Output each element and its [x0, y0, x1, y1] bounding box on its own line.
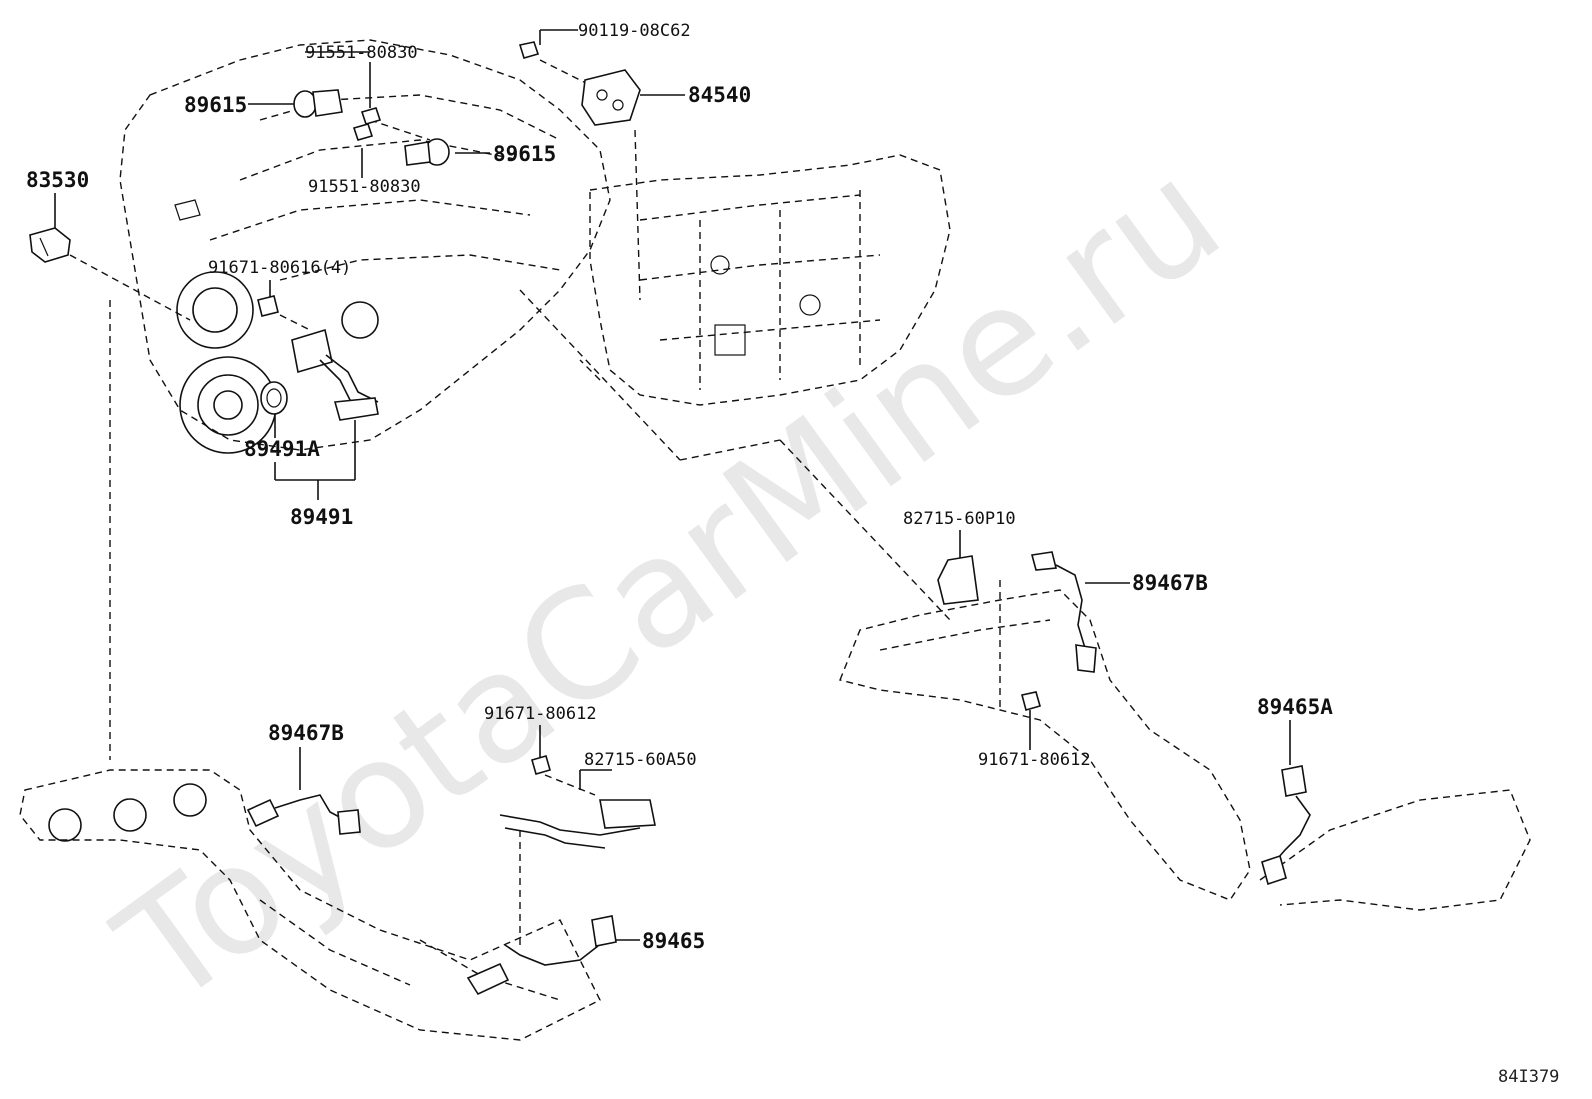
bolt-icon — [1021, 691, 1041, 711]
bolt-icon — [531, 755, 551, 775]
seal-ring-icon — [260, 381, 288, 415]
label-89491: 89491 — [290, 505, 353, 529]
oxygen-sensor-icon — [466, 915, 617, 996]
label-83530: 83530 — [26, 168, 89, 192]
part-shapes — [29, 41, 1311, 996]
engine-block — [119, 39, 611, 454]
label-89467B-right: 89467B — [1132, 571, 1208, 595]
air-fuel-sensor-icon — [246, 794, 361, 835]
label-91671-80616: 91671-80616(4) — [208, 258, 351, 278]
label-91671-80612-left: 91671-80612 — [484, 704, 597, 724]
label-91551-80830-top: 91551-80830 — [305, 43, 418, 63]
bolt-icon — [352, 123, 374, 141]
oxygen-sensor-icon — [1261, 765, 1311, 886]
air-fuel-sensor-icon — [1030, 551, 1097, 673]
left-exhaust-manifold — [19, 769, 601, 1041]
label-82715-60A50: 82715-60A50 — [584, 750, 697, 770]
figure-id: 84I379 — [1498, 1067, 1559, 1087]
bolt-icon — [360, 107, 382, 125]
transmission — [589, 154, 951, 406]
label-89615-top: 89615 — [184, 93, 247, 117]
label-91551-80830-lower: 91551-80830 — [308, 177, 421, 197]
part-labels: 83530 89615 91551-80830 90119-08C62 8454… — [26, 21, 1559, 1087]
bracket-icon — [937, 555, 979, 605]
knock-sensor-icon — [404, 138, 450, 166]
sensor-84540-icon — [581, 69, 641, 126]
label-89491A: 89491A — [244, 437, 320, 461]
bolt-icon — [257, 295, 279, 317]
knock-sensor-icon — [293, 89, 343, 118]
oil-pressure-switch-icon — [29, 227, 71, 263]
label-90119-08C62: 90119-08C62 — [578, 21, 691, 41]
bolt-icon — [518, 41, 540, 59]
label-82715-60P10: 82715-60P10 — [903, 509, 1016, 529]
label-91671-80612-right: 91671-80612 — [978, 750, 1091, 770]
label-89465: 89465 — [642, 929, 705, 953]
leader-lines — [54, 29, 1291, 950]
bracket-icon — [499, 799, 656, 849]
crank-position-sensor-icon — [291, 328, 379, 421]
right-exhaust-manifold — [839, 589, 1531, 911]
label-84540: 84540 — [688, 83, 751, 107]
label-89465A: 89465A — [1257, 695, 1333, 719]
label-89615-middle: 89615 — [493, 142, 556, 166]
label-89467B-left: 89467B — [268, 721, 344, 745]
